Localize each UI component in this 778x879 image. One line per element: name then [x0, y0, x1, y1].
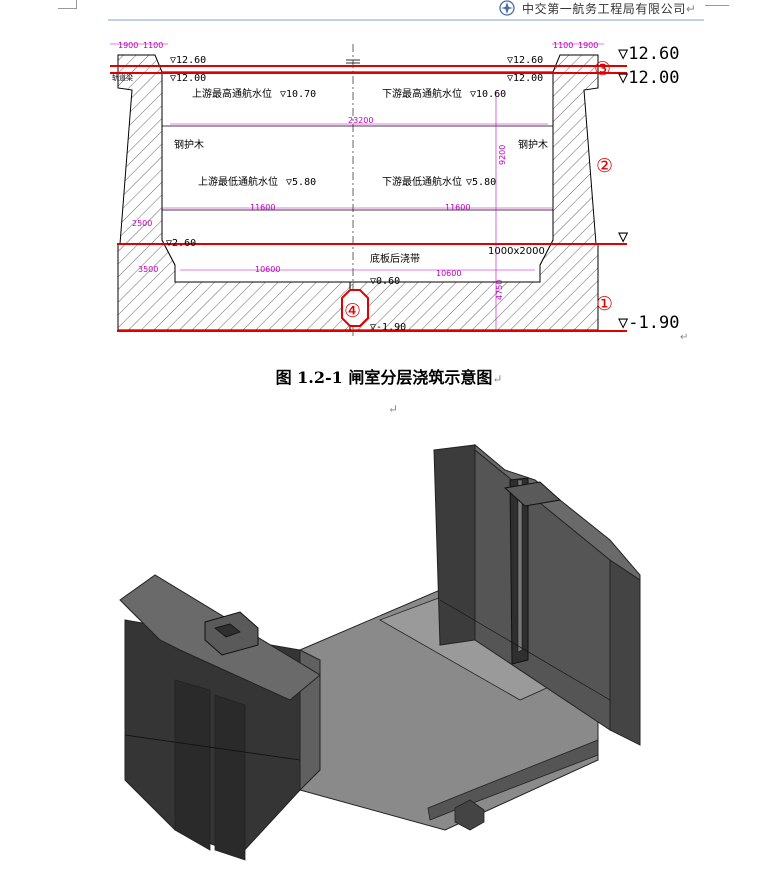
post-pour-strip-label: 底板后浇带 — [370, 252, 420, 265]
left-buttress-2 — [214, 694, 246, 861]
layer-number-1: ① — [596, 293, 613, 315]
post-pour-notch — [454, 799, 485, 831]
header-rule — [108, 19, 704, 21]
gate-slot-inner — [517, 479, 523, 653]
downstream-low-label: 下游最低通航水位 — [382, 175, 462, 188]
layer-number-4: ④ — [344, 300, 361, 322]
elev-bottom: ▽-1.90 — [370, 322, 406, 333]
dim-wall-height: 9200 — [498, 145, 507, 165]
company-name: 中交第一航务工程局有限公司↵ — [522, 2, 697, 16]
dim-top-right-b: 1900 — [578, 41, 598, 50]
dim-total-width: 23200 — [348, 116, 373, 125]
right-wall-joint — [439, 599, 611, 701]
dim-top-left-b: 1100 — [143, 41, 163, 50]
big-elev-bottom: ▽-1.90 — [618, 313, 679, 333]
figure-caption: 图 1.2-1 闸室分层浇筑示意图↵ — [0, 364, 778, 388]
elev-gap: ▽0.60 — [370, 276, 400, 287]
big-elev-12-00: ▽12.00 — [618, 68, 679, 88]
big-elev-12-60: ▽12.60 — [618, 44, 679, 64]
corner-size-label: 1000x2000 — [488, 246, 545, 257]
dim-top-left-a: 1900 — [118, 41, 138, 50]
layer-number-3: ③ — [594, 58, 611, 80]
right-wall-front-face — [433, 444, 476, 646]
right-wall-top — [474, 443, 641, 581]
dim-mid-right: 11600 — [445, 203, 470, 212]
drawing-return-mark: ↵ — [680, 332, 688, 343]
left-rail-slot — [214, 623, 241, 638]
lock-chamber-3d-render — [119, 443, 641, 861]
page-header: 中交第一航务工程局有限公司↵ — [0, 0, 778, 24]
big-elev-step-marker: ▽ — [618, 227, 629, 247]
elev-top-left-2: ▽12.00 — [170, 73, 206, 84]
figure-number: 图 1.2-1 — [275, 368, 343, 387]
steel-fender-right: 钢护木 — [518, 138, 548, 151]
company-logo-icon — [499, 0, 515, 16]
dim-mid-left: 11600 — [250, 203, 275, 212]
left-buttress-1 — [174, 679, 211, 851]
elev-step: ▽2.60 — [166, 238, 196, 249]
upstream-high-value: ▽10.70 — [280, 89, 316, 100]
chamber-void — [161, 71, 554, 283]
caption-return-mark: ↵ — [492, 372, 503, 386]
dim-base-height: 4750 — [495, 280, 504, 300]
dim-top-right-a: 1100 — [553, 41, 573, 50]
section-drawing: 1900 1100 1100 1900 ▽12.60 ▽12.00 ▽12.60… — [110, 41, 688, 343]
dim-low-right: 10600 — [436, 269, 461, 278]
right-rail-cap — [503, 481, 562, 507]
upstream-high-label: 上游最高通航水位 — [192, 87, 272, 100]
downstream-high-label: 下游最高通航水位 — [382, 87, 462, 100]
dim-left-3500: 3500 — [138, 265, 158, 274]
header-tail-line — [705, 5, 729, 6]
paragraph-mark: ↵ — [388, 402, 399, 416]
upstream-low-label: 上游最低通航水位 — [198, 175, 278, 188]
downstream-high-value: ▽10.60 — [470, 89, 506, 100]
elev-top-right-2: ▽12.00 — [507, 73, 543, 84]
post-pour-strip-outline — [341, 289, 369, 327]
page-corner-mark — [58, 0, 77, 9]
layer-number-2: ② — [596, 155, 613, 177]
elev-top-left: ▽12.60 — [170, 55, 206, 66]
dim-left-2500: 2500 — [132, 219, 152, 228]
downstream-low-value: ▽5.80 — [466, 177, 496, 188]
right-wall-end — [609, 559, 641, 746]
rail-beam-label: 轨道梁 — [112, 73, 133, 82]
left-wall-joint — [124, 734, 301, 761]
elev-top-right: ▽12.60 — [507, 55, 543, 66]
upstream-low-value: ▽5.80 — [286, 177, 316, 188]
steel-fender-left: 钢护木 — [174, 138, 204, 151]
figure-title: 闸室分层浇筑示意图 — [348, 368, 493, 387]
dim-low-left: 10600 — [255, 265, 280, 274]
